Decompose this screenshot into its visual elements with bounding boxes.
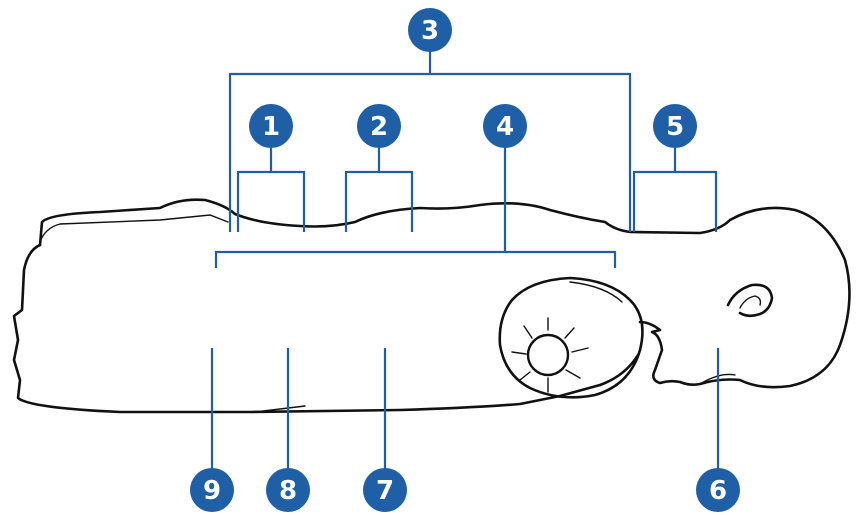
callout-2: 2	[357, 104, 401, 148]
shoulder	[498, 276, 644, 399]
callout-4: 4	[483, 104, 527, 148]
callout-3: 3	[408, 8, 452, 52]
callout-8: 8	[266, 468, 310, 512]
callout-5-label: 5	[666, 112, 684, 142]
callout-9: 9	[190, 468, 234, 512]
callout-9-label: 9	[203, 476, 221, 506]
callout-7: 7	[363, 468, 407, 512]
callout-7-label: 7	[376, 476, 394, 506]
callout-1-label: 1	[262, 112, 280, 142]
callout-3-label: 3	[421, 16, 439, 46]
callout-5: 5	[653, 104, 697, 148]
callout-8-label: 8	[279, 476, 297, 506]
callout-6-label: 6	[709, 476, 727, 506]
body-outline	[12, 198, 851, 414]
ear	[726, 283, 774, 318]
callout-brackets	[210, 50, 720, 470]
callout-2-label: 2	[370, 112, 388, 142]
callout-4-label: 4	[496, 112, 514, 142]
callout-1: 1	[249, 104, 293, 148]
callout-6: 6	[696, 468, 740, 512]
